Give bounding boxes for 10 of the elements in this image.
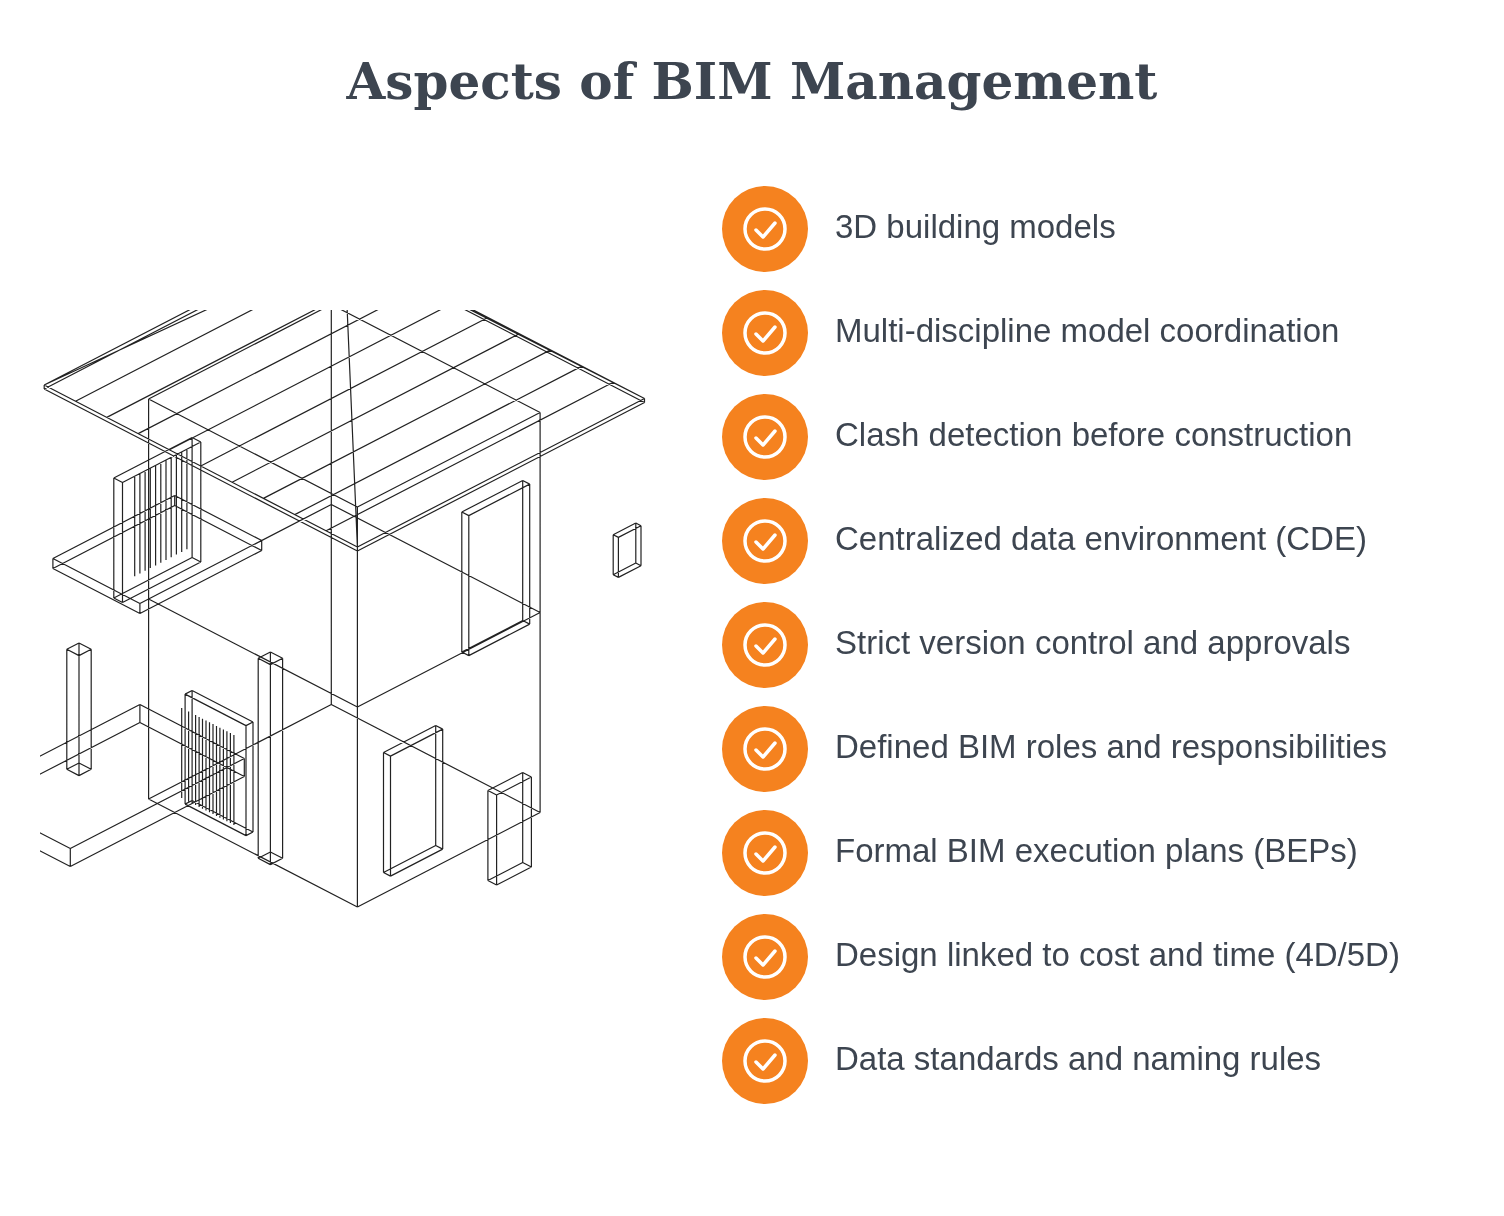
list-item-text: 3D building models <box>835 208 1116 246</box>
list-item-text: Formal BIM execution plans (BEPs) <box>835 832 1358 870</box>
list-item-text: Design linked to cost and time (4D/5D) <box>835 936 1400 974</box>
title: Aspects of BIM Management <box>345 52 1159 111</box>
list-item-text: Defined BIM roles and responsibilities <box>835 728 1388 766</box>
list-item-text: Data standards and naming rules <box>835 1040 1322 1078</box>
list-item-text: Strict version control and approvals <box>835 624 1351 662</box>
list-item-text: Clash detection before construction <box>835 416 1353 454</box>
list-item-text: Centralized data environment (CDE) <box>835 520 1367 558</box>
list-item-text: Multi-discipline model coordination <box>835 312 1340 350</box>
